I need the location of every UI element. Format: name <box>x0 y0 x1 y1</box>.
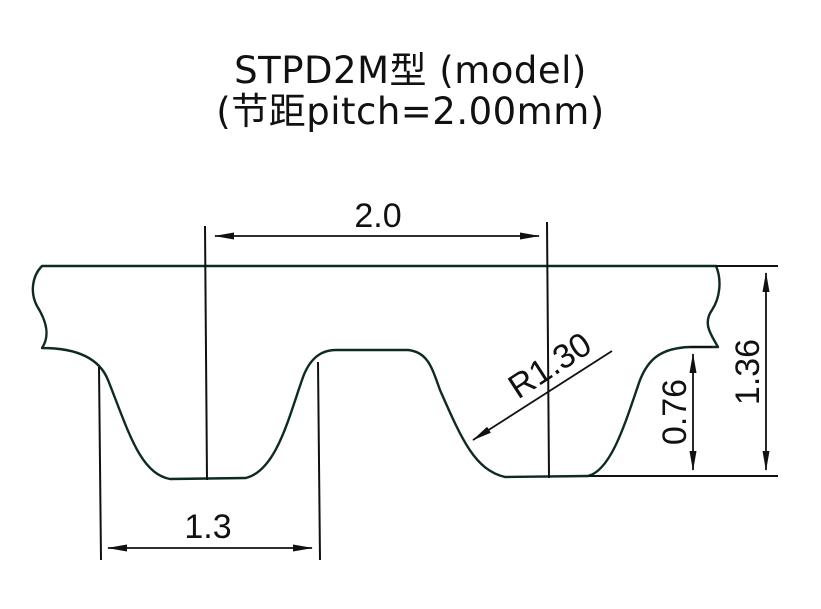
dimension-pitch-label: 2.0 <box>354 197 401 235</box>
dimension-tooth-height-label: 0.76 <box>656 379 694 445</box>
diagram-title: STPD2M型 (model) (节距pitch=2.00mm) <box>0 49 821 133</box>
tooth-right-extension <box>317 361 321 561</box>
left-center-line <box>204 225 208 481</box>
belt-profile-path <box>31 264 721 481</box>
belt-outline <box>31 264 721 481</box>
dimension-tooth-height: 0.76 <box>656 353 697 471</box>
dimension-tooth-width: 1.3 <box>107 508 313 552</box>
dimension-tooth-width-label: 1.3 <box>184 508 231 546</box>
right-center-line <box>546 221 550 479</box>
title-pitch: (节距pitch=2.00mm) <box>216 89 605 133</box>
extension-lines <box>98 221 778 561</box>
dimension-pitch: 2.0 <box>214 197 540 240</box>
dimension-belt-height: 1.36 <box>729 272 770 471</box>
tooth-left-extension <box>98 366 102 561</box>
dimension-belt-height-label: 1.36 <box>729 339 767 405</box>
title-model: STPD2M型 (model) <box>234 49 587 92</box>
